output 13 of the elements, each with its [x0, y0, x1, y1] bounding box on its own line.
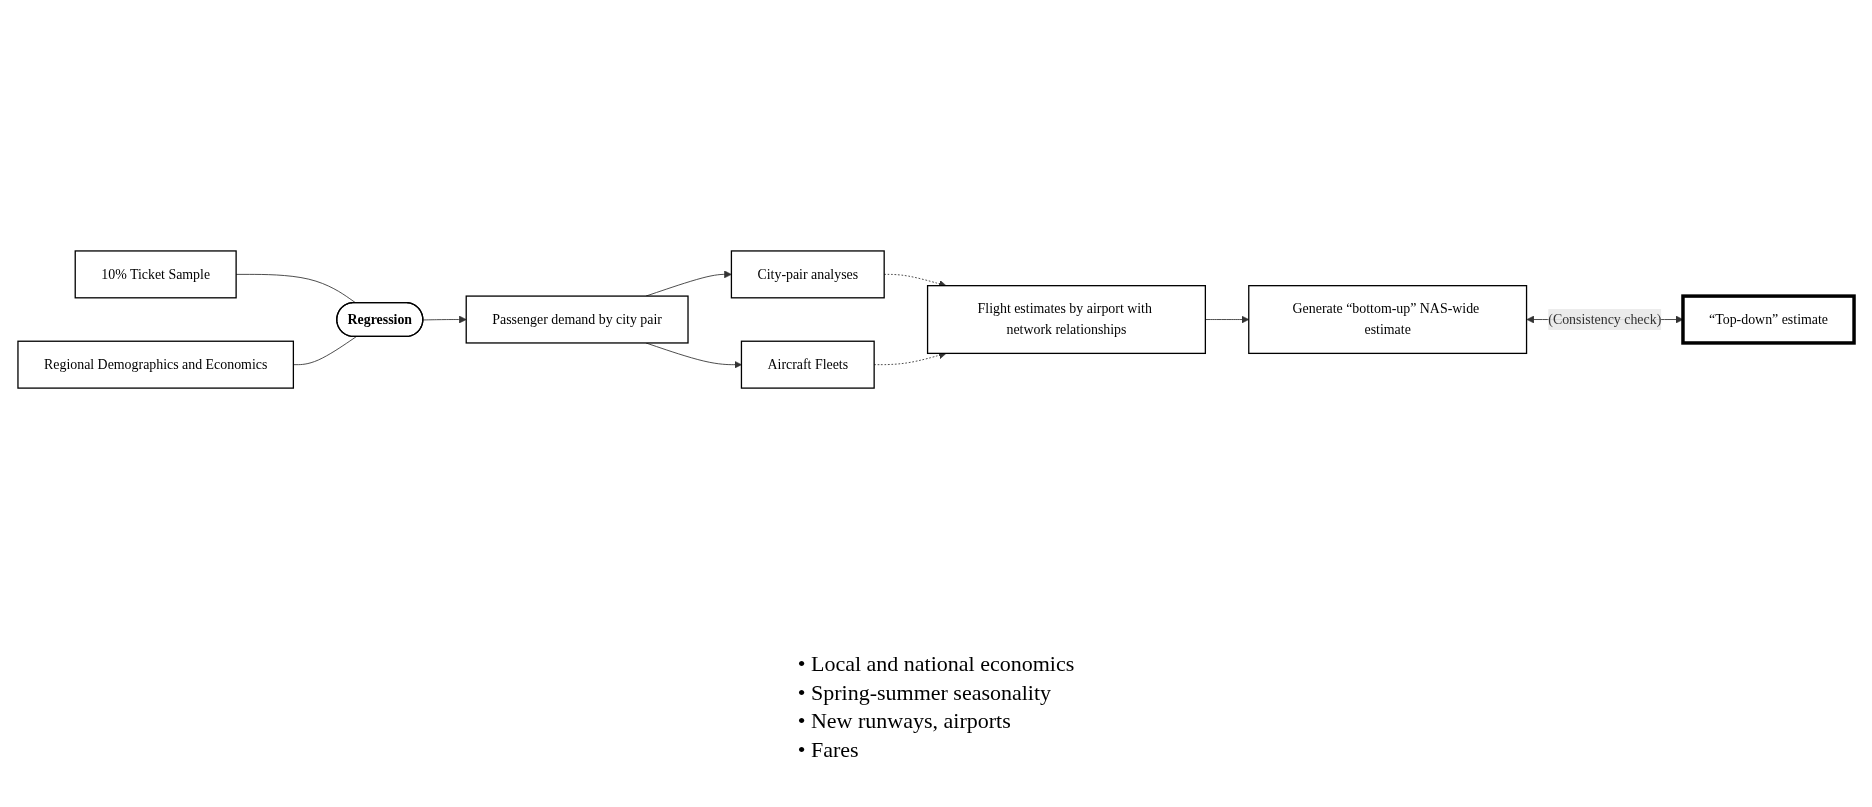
- node-box: Flight estimates by airport with network relationships: [926, 285, 1206, 355]
- node-box: Passenger demand by city pair: [465, 295, 689, 345]
- node-box: 10% Ticket Sample: [74, 250, 237, 299]
- edge-label: (Consistency check): [1548, 312, 1662, 327]
- node-box: “Top-down” estimate: [1681, 294, 1856, 346]
- bullet-item: • New runways, airports: [797, 707, 1012, 736]
- bullet-item: • Fares: [797, 735, 860, 764]
- node-box: Aircraft Fleets: [740, 341, 875, 390]
- bullet-item: • Local and national economics: [797, 650, 1075, 678]
- node-box: Generate “bottom-up” NAS-wide estimate: [1248, 285, 1528, 355]
- node-box: City-pair analyses: [730, 250, 885, 299]
- bullet-item: • Spring-summer seasonality: [797, 678, 1053, 707]
- node-box: Regional Demographics and Economics: [17, 341, 294, 390]
